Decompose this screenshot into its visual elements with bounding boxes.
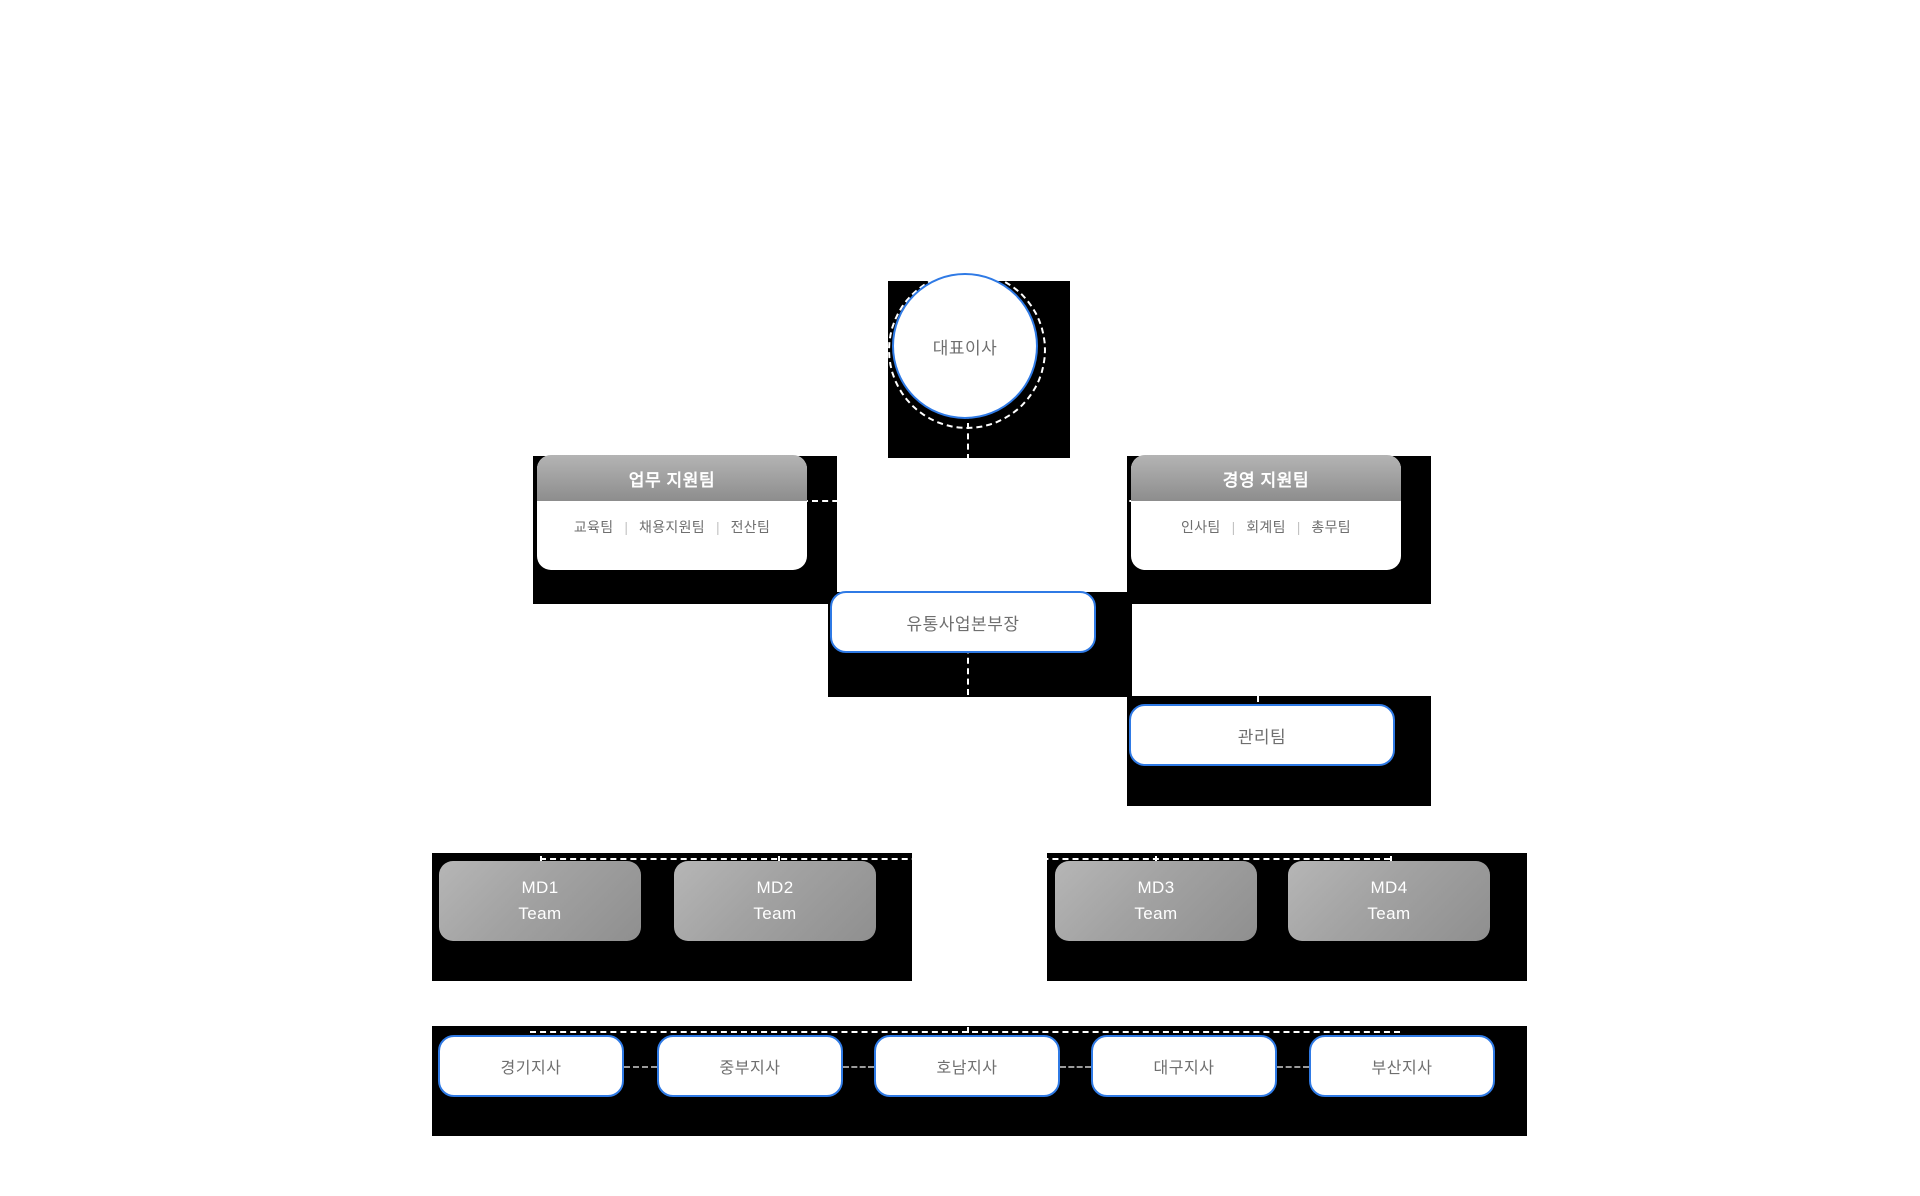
subteam-separator: | bbox=[1296, 519, 1301, 535]
connector-ceo-to-support-right bbox=[967, 500, 1257, 502]
connector-branch-bus bbox=[530, 1031, 1400, 1033]
subteam-label[interactable]: 총무팀 bbox=[1311, 519, 1351, 535]
md-team-suffix: Team bbox=[1134, 904, 1178, 923]
md-team-suffix: Team bbox=[518, 904, 562, 923]
management-team-node[interactable]: 관리팀 bbox=[1129, 704, 1395, 766]
connector-md-to-branches bbox=[967, 981, 969, 1033]
subteam-separator: | bbox=[1231, 519, 1236, 535]
branch-office-label: 경기지사 bbox=[500, 1060, 562, 1077]
md-team-suffix: Team bbox=[1367, 904, 1411, 923]
md-team-name: MD1 bbox=[521, 878, 559, 897]
subteam-label[interactable]: 교육팀 bbox=[573, 519, 614, 535]
branch-office-label: 중부지사 bbox=[719, 1060, 781, 1077]
support-team-title-business: 업무 지원팀 bbox=[537, 455, 807, 501]
connector-branch-2-3 bbox=[843, 1066, 874, 1068]
connector-ceo-to-division bbox=[967, 456, 969, 606]
md-team-box-md2[interactable]: MD2 Team bbox=[674, 861, 876, 941]
connector-branch-1-2 bbox=[624, 1066, 657, 1068]
subteam-separator: | bbox=[715, 519, 720, 535]
support-team-title-management: 경영 지원팀 bbox=[1131, 455, 1401, 501]
support-team-subteams-business: 교육팀 | 채용지원팀 | 전산팀 bbox=[537, 501, 807, 553]
subteam-label[interactable]: 회계팀 bbox=[1246, 519, 1286, 535]
division-head-node[interactable]: 유통사업본부장 bbox=[830, 591, 1096, 653]
connector-branch-3-4 bbox=[1060, 1066, 1091, 1068]
branch-office-label: 호남지사 bbox=[936, 1060, 998, 1077]
connector-ceo-to-support-left bbox=[660, 500, 970, 502]
connector-division-to-mgmt bbox=[967, 745, 1257, 747]
md-team-box-md3[interactable]: MD3 Team bbox=[1055, 861, 1257, 941]
subteam-separator: | bbox=[624, 519, 629, 535]
support-team-subteams-management: 인사팀 | 회계팀 | 총무팀 bbox=[1131, 501, 1401, 553]
connector-division-down bbox=[967, 637, 969, 695]
support-team-card-business[interactable]: 업무 지원팀 교육팀 | 채용지원팀 | 전산팀 bbox=[537, 455, 807, 570]
subteam-label[interactable]: 채용지원팀 bbox=[639, 519, 705, 535]
branch-office-label: 대구지사 bbox=[1153, 1060, 1215, 1077]
subteam-label[interactable]: 인사팀 bbox=[1181, 519, 1221, 535]
ceo-node[interactable]: 대표이사 bbox=[888, 271, 1046, 429]
branch-office-node-busan[interactable]: 부산지사 bbox=[1309, 1035, 1495, 1097]
branch-office-node-honam[interactable]: 호남지사 bbox=[874, 1035, 1060, 1097]
connector-md-bus bbox=[540, 858, 1390, 860]
md-team-box-md4[interactable]: MD4 Team bbox=[1288, 861, 1490, 941]
md-team-name: MD2 bbox=[756, 878, 794, 897]
branch-office-label: 부산지사 bbox=[1371, 1060, 1433, 1077]
branch-office-node-gyeonggi[interactable]: 경기지사 bbox=[438, 1035, 624, 1097]
ceo-circle[interactable]: 대표이사 bbox=[892, 273, 1038, 419]
branch-office-node-jungbu[interactable]: 중부지사 bbox=[657, 1035, 843, 1097]
md-team-name: MD4 bbox=[1370, 878, 1408, 897]
ceo-label: 대표이사 bbox=[932, 338, 998, 358]
connector-division-to-md bbox=[967, 697, 969, 857]
md-team-name: MD3 bbox=[1137, 878, 1175, 897]
subteam-label[interactable]: 전산팀 bbox=[730, 519, 771, 535]
md-team-suffix: Team bbox=[753, 904, 797, 923]
branch-office-node-daegu[interactable]: 대구지사 bbox=[1091, 1035, 1277, 1097]
connector-branch-4-5 bbox=[1277, 1066, 1309, 1068]
md-team-box-md1[interactable]: MD1 Team bbox=[439, 861, 641, 941]
division-head-label: 유통사업본부장 bbox=[906, 614, 1020, 634]
management-team-label: 관리팀 bbox=[1237, 727, 1287, 747]
support-team-card-management[interactable]: 경영 지원팀 인사팀 | 회계팀 | 총무팀 bbox=[1131, 455, 1401, 570]
ceo-dashed-ring bbox=[888, 271, 1046, 429]
